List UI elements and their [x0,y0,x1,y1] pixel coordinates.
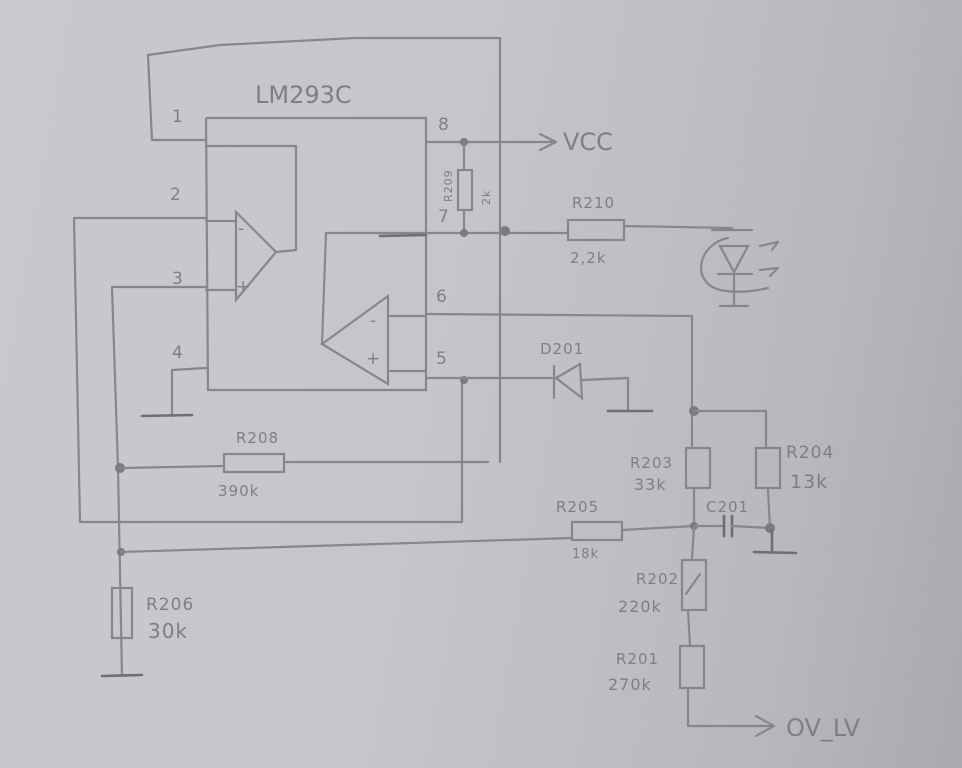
resistor-r204: R204 13k [754,443,834,530]
comparator-a-output-wire [204,144,298,254]
r203-body [684,446,712,490]
c201-ref: C201 [706,498,749,516]
pin-7-label: 7 [438,207,449,227]
pin-6-label: 6 [436,287,447,307]
vcc-arrow-icon [538,132,558,152]
r202-value: 220k [618,597,662,616]
comparator-b-output-wire [320,231,428,346]
ic-body-outline [204,116,428,392]
r208-ref: R208 [236,429,279,447]
r209-ref: R209 [442,169,455,202]
junction-rail-pin7 [500,226,510,236]
r209-value: 2k [480,190,493,205]
led-housing-arc [700,236,770,293]
pin-7-stub [378,233,428,238]
vcc-label: VCC [563,128,613,156]
r205-lead-right [620,524,696,532]
pin1-feedback-wire [146,36,502,464]
resistor-r205: R205 18k [119,498,696,562]
pin-8-label: 8 [438,115,449,135]
r210-to-led-wire [622,224,734,230]
r202-lead-bottom [686,608,692,648]
comparator-b-symbol [320,293,390,386]
r201-ref: R201 [616,650,659,668]
pin-5-label: 5 [436,349,447,369]
d201-ref: D201 [540,340,584,358]
ic-label: LM293C [255,81,352,109]
resistor-r209: R209 2k [442,140,493,235]
resistor-r208: R208 390k [118,429,490,500]
light-ray-2-icon [758,266,780,278]
r208-value: 390k [218,482,259,500]
r202-lead-top [690,524,696,562]
r206-body [110,586,134,640]
r202-trim-mark [684,572,702,596]
r210-ref: R210 [572,194,615,212]
pin-4-label: 4 [172,343,183,363]
d201-ground-wire [580,376,630,412]
resistor-r206: R206 30k [100,586,194,678]
pin4-ground-wire [170,366,208,418]
ground-icon [140,413,194,418]
pin-2-label: 2 [170,185,181,205]
r205-lead-left [119,536,574,554]
r205-body [570,520,624,542]
pin2-input-wire [72,216,464,524]
r201-body [678,644,706,690]
r206-ref: R206 [146,595,194,615]
comparator-a-minus: - [238,219,244,239]
led-triangle-icon [718,244,750,275]
ic-lm293c: LM293C 1 2 3 4 8 7 6 5 - + - + [170,81,449,392]
r202-body [680,558,708,612]
r205-value: 18k [572,547,599,562]
diode-d201: D201 [540,340,654,413]
r208-body [222,452,286,474]
light-ray-1-icon [758,240,780,252]
r202-ref: R202 [636,570,679,588]
r206-value: 30k [148,619,188,643]
r204-body [754,446,782,490]
pin-1-label: 1 [172,107,183,127]
r209-body [456,168,474,212]
resistor-r201: R201 270k [608,644,706,694]
d201-triangle-icon [554,362,584,401]
comparator-b-minus: - [370,311,376,331]
capacitor-c201: C201 [692,498,772,538]
resistor-r203: R203 33k [630,446,712,528]
r210-body [566,218,626,242]
junction-pin7 [460,229,468,237]
c201-lead-right [730,524,772,530]
r203-value: 33k [634,475,667,494]
led-indicator [700,228,780,308]
resistor-r210: R210 2,2k [566,194,626,267]
ov-lv-arrow-icon [754,714,776,738]
pin3-input-wire [110,285,208,678]
r204-top-wire [692,409,768,450]
r204-lead-bottom [766,488,772,530]
r201-value: 270k [608,675,652,694]
r204-ref: R204 [786,443,834,463]
ground-icon-r206 [100,673,144,678]
comparator-a-symbol [234,209,278,304]
ov-lv-wire [686,686,772,728]
pin6-wire [424,312,694,450]
ground-icon-c201 [752,550,798,555]
resistor-r202: R202 220k [618,524,708,648]
pin-3-label: 3 [172,269,183,289]
r210-value: 2,2k [570,249,607,267]
ov-lv-label: OV_LV [786,714,861,742]
comparator-a-plus: + [236,277,250,297]
r205-ref: R205 [556,498,599,516]
r204-value: 13k [790,471,828,493]
junction-c201-right [765,523,775,533]
r208-lead-left [118,464,226,470]
comparator-b-plus: + [366,349,380,369]
r203-ref: R203 [630,454,673,472]
